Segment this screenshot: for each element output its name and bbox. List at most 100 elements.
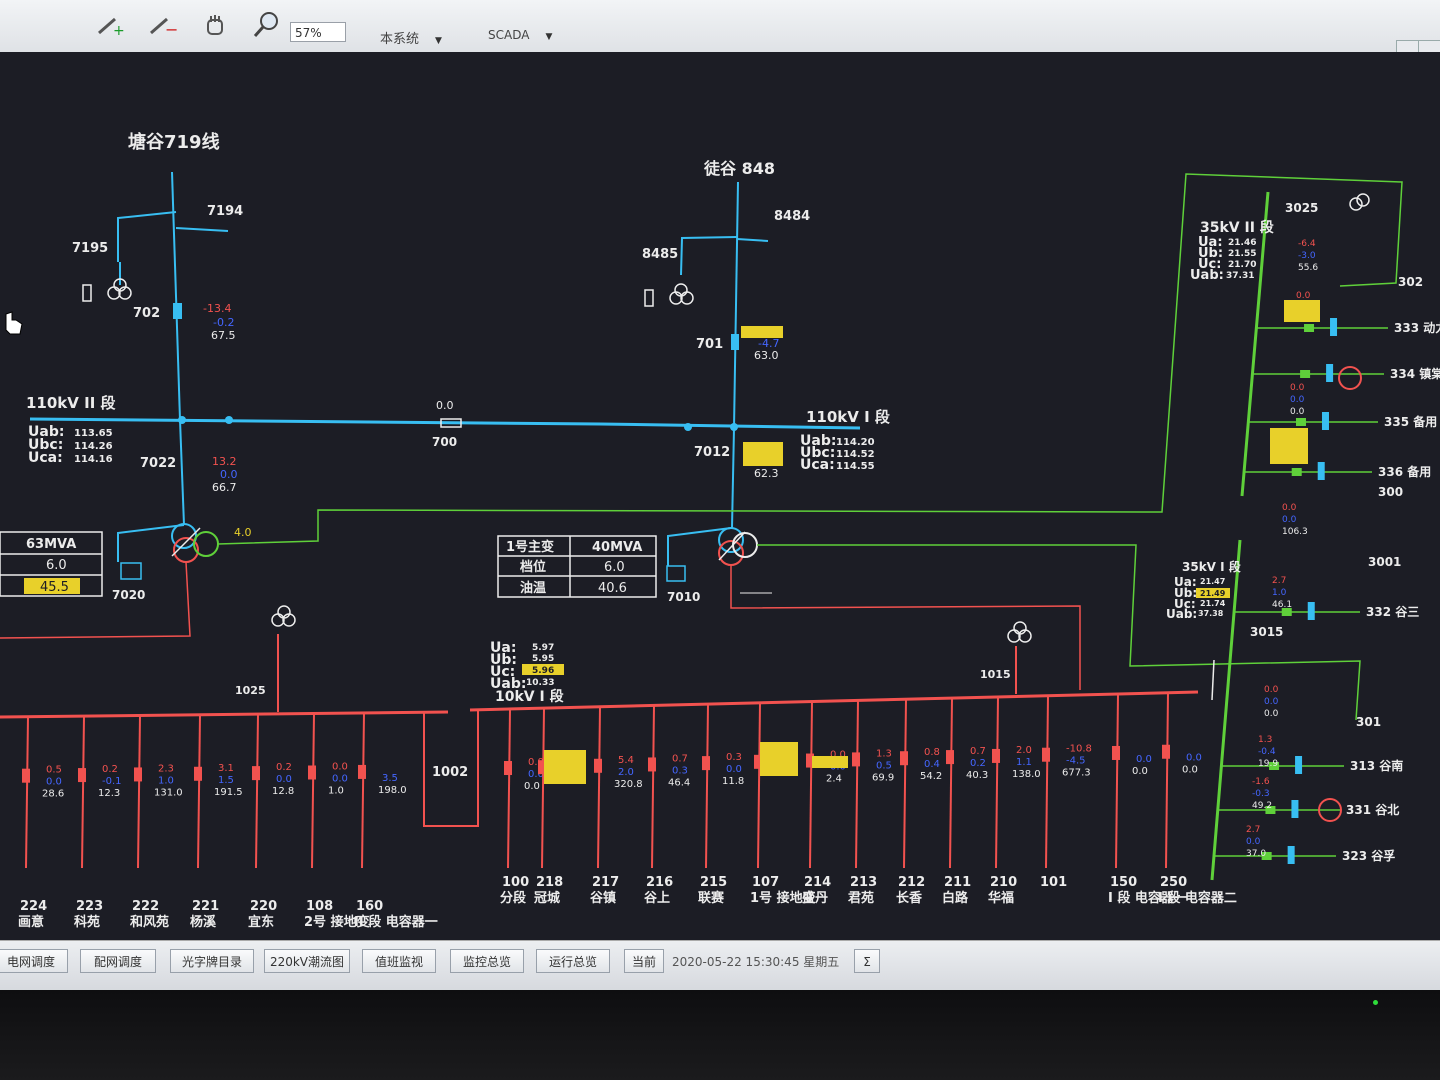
breaker-223[interactable] — [78, 768, 86, 783]
breaker-107[interactable] — [754, 754, 762, 769]
breaker-210[interactable] — [992, 748, 1000, 763]
breaker-108[interactable] — [308, 765, 316, 780]
breaker-250[interactable] — [1162, 744, 1170, 759]
feeder-250-q: 0.0 — [1186, 753, 1202, 764]
generator-334-icon[interactable] — [1338, 366, 1362, 390]
feeder-220-p: 0.2 — [276, 762, 292, 773]
bus-35kv-2[interactable] — [1240, 191, 1270, 497]
breaker-212[interactable] — [900, 751, 908, 766]
breaker-150[interactable] — [1112, 745, 1120, 760]
breaker-220[interactable] — [252, 766, 260, 781]
breaker-218[interactable] — [538, 760, 546, 775]
bus-10kv-2[interactable] — [0, 710, 449, 719]
breaker-313[interactable] — [1269, 762, 1280, 770]
breaker-216[interactable] — [648, 757, 656, 772]
breaker-100[interactable] — [504, 761, 512, 776]
breaker-221[interactable] — [194, 766, 202, 781]
breaker-702[interactable] — [173, 303, 182, 319]
tab-operation-overview[interactable]: 运行总览 — [536, 949, 610, 973]
svg-text:Ub:: Ub: — [1174, 586, 1197, 600]
feeder-3001-label: 3001 — [1368, 555, 1401, 569]
feeder-35kv-value-6-1: -0.4 — [1258, 747, 1276, 757]
bus-110kv-2[interactable] — [29, 417, 601, 426]
breaker-213[interactable] — [852, 752, 860, 767]
svg-text:Ub:: Ub: — [490, 652, 517, 668]
feeder-100-i: 0.0 — [524, 781, 540, 792]
tab-duty-monitor[interactable]: 值班监视 — [362, 949, 436, 973]
switch-7020-label: 7020 — [112, 588, 145, 602]
feeder-217-p: 5.4 — [618, 755, 634, 766]
bus-110kv-1-title: 110kV I 段 — [806, 408, 890, 426]
feeder-223-name: 科苑 — [74, 914, 100, 930]
svg-text:114.16: 114.16 — [74, 454, 113, 465]
breaker-217[interactable] — [594, 758, 602, 773]
bus-110kv-1[interactable] — [599, 422, 861, 430]
system-dropdown[interactable]: 本系统▼ — [380, 28, 442, 47]
bus-35kv-1-grounding-switch[interactable] — [1211, 659, 1215, 701]
feeder-217-number: 217 — [592, 875, 619, 890]
svg-text:Uca:: Uca: — [800, 457, 835, 473]
tab-light-board-index[interactable]: 光字牌目录 — [170, 949, 254, 973]
bus-110kv-1-voltages: Uab: 114.20 Ubc: 114.52 Uca: 114.55 — [800, 433, 875, 473]
tab-220kv-power-flow[interactable]: 220kV潮流图 — [264, 949, 350, 973]
breaker-333[interactable] — [1304, 324, 1315, 332]
feeder-213-number: 213 — [850, 875, 877, 890]
feeder-211-i: 40.3 — [966, 770, 988, 781]
add-line-icon[interactable]: + — [92, 10, 128, 40]
feeder-212-i: 54.2 — [920, 771, 942, 782]
breaker-335[interactable] — [1295, 418, 1306, 426]
bus-10kv-1-voltages: Ua: 5.97 Ub: 5.95 Uc: 5.96 Uab: 10.33 — [490, 640, 564, 692]
tab-distribution-dispatch[interactable]: 配网调度 — [80, 949, 156, 973]
feeder-223-line — [81, 716, 85, 869]
breaker-323[interactable] — [1261, 852, 1272, 860]
pt-icon — [1349, 193, 1370, 211]
remove-line-icon[interactable]: − — [144, 10, 180, 40]
generator-331-icon[interactable] — [1318, 798, 1342, 822]
toolbar: + − 57% 本系统▼ SCADA▼ — [0, 0, 1440, 54]
feeder-160-q: 3.5 — [382, 773, 398, 784]
breaker-701[interactable] — [731, 334, 739, 350]
breaker-332[interactable] — [1281, 608, 1292, 616]
feeder-224-p: 0.5 — [46, 765, 62, 776]
breaker-334[interactable] — [1300, 370, 1311, 378]
svg-text:Uc:: Uc: — [1174, 597, 1196, 611]
tab-grid-dispatch[interactable]: 电网调度 — [0, 949, 68, 973]
bus-tie-1002-label: 1002 — [432, 765, 468, 780]
feeder-224-line — [25, 716, 29, 869]
zoom-magnifier-icon[interactable] — [248, 10, 284, 40]
breaker-700[interactable] — [440, 418, 462, 428]
breaker-211[interactable] — [946, 750, 954, 765]
svg-text:Uab:: Uab: — [490, 676, 526, 692]
breaker-101[interactable] — [1042, 747, 1050, 762]
breaker-336[interactable] — [1291, 468, 1302, 476]
bus-10kv-1[interactable] — [469, 690, 1199, 712]
scada-dropdown[interactable]: SCADA▼ — [488, 28, 552, 42]
feeder-150-q: 0.0 — [1136, 754, 1152, 765]
tab-current[interactable]: 当前 — [624, 949, 664, 973]
feeder-35kv-value-3-1: 0.0 — [1282, 515, 1297, 525]
feeder-213-p: 1.3 — [876, 748, 892, 759]
feeder-333-label: 333 动力 — [1394, 320, 1440, 335]
bus-node — [684, 423, 692, 431]
breaker-160[interactable] — [358, 764, 366, 779]
feeder-210-i: 138.0 — [1012, 769, 1041, 780]
feeder-334-label: 334 镇棠 — [1390, 366, 1440, 381]
scada-dropdown-label: SCADA — [488, 28, 530, 42]
bus-10kv-1-title: 10kV I 段 — [495, 688, 564, 705]
sigma-button[interactable]: Σ — [854, 949, 880, 973]
feeder-108-q: 0.0 — [332, 773, 348, 784]
pan-hand-icon[interactable] — [198, 10, 232, 40]
switch-7195-label: 7195 — [72, 241, 108, 256]
bus-35kv-1[interactable] — [1210, 539, 1242, 881]
breaker-331[interactable] — [1265, 806, 1276, 814]
breaker-222[interactable] — [134, 767, 142, 782]
zoom-level-field[interactable]: 57% — [290, 22, 346, 42]
svg-text:Uab:: Uab: — [1166, 607, 1197, 621]
breaker-224[interactable] — [22, 768, 30, 783]
feeder-35kv-value-4-0: 2.7 — [1272, 576, 1286, 586]
svg-text:1号主变: 1号主变 — [506, 539, 554, 555]
breaker-214[interactable] — [806, 753, 814, 768]
feeder-222-line — [137, 715, 141, 869]
breaker-215[interactable] — [702, 756, 710, 771]
tab-monitor-overview[interactable]: 监控总览 — [450, 949, 524, 973]
